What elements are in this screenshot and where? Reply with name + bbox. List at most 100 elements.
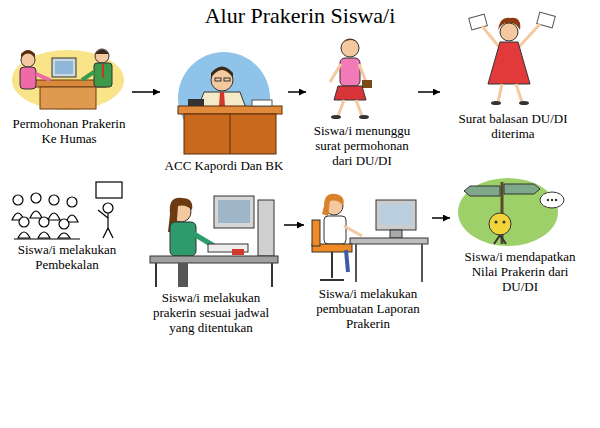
- typing-woman-clipart-part: [214, 196, 254, 228]
- signpost-clipart: [458, 178, 564, 246]
- officer-clipart-part: [252, 100, 272, 106]
- officer-clipart-part: [215, 78, 221, 81]
- report-writing-clipart-part: [380, 204, 412, 225]
- flow-arrow: [418, 91, 440, 93]
- classroom-clipart-part: [59, 219, 69, 229]
- report-writing-clipart-part: [320, 279, 344, 281]
- classroom-clipart-part: [96, 182, 122, 198]
- officer-clipart-part: [219, 92, 225, 106]
- flow-arrow: [284, 224, 304, 226]
- step-caption: Siswa/i menunggu surat permohonan dari D…: [308, 123, 416, 168]
- step-node: Surat balasan DU/DI diterima: [440, 12, 586, 143]
- classroom-clipart-part: [30, 211, 42, 218]
- typing-woman-clipart-part: [258, 200, 274, 256]
- walking-woman-clipart-part: [362, 80, 372, 88]
- classroom-clipart-part: [18, 232, 30, 238]
- walking-woman-clipart-part: [334, 86, 366, 100]
- desk-clipart-part: [40, 87, 96, 109]
- report-writing-clipart-part: [421, 244, 423, 282]
- desk-clipart-part: [52, 58, 76, 77]
- step-caption: Siswa/i melakukan prakerin sesuai jadwal…: [140, 290, 282, 335]
- diagram-title: Alur Prakerin Siswa/i: [0, 3, 600, 29]
- walking-woman-clipart-part: [359, 115, 369, 119]
- officer-clipart-part: [224, 78, 230, 81]
- officer-clipart-part: [211, 67, 233, 79]
- desk-clipart-part: [95, 49, 109, 63]
- happy-woman-clipart-part: [519, 101, 529, 105]
- report-writing-clipart-part: [312, 220, 320, 246]
- happy-woman-clipart-part: [500, 23, 518, 41]
- report-writing-clipart-part: [344, 226, 362, 236]
- desk-clipart-part: [12, 50, 124, 110]
- officer-clipart: [178, 52, 282, 154]
- step-node: Siswa/i melakukan pembuatan Laporan Prak…: [304, 172, 432, 333]
- typing-woman-clipart-part: [271, 263, 273, 287]
- signpost-clipart-part: [503, 221, 506, 224]
- classroom-clipart-part: [39, 217, 49, 227]
- walking-woman-clipart-part: [341, 39, 359, 57]
- walking-woman-clipart-part: [356, 100, 362, 116]
- walking-woman-clipart-part: [340, 39, 360, 47]
- desk-clipart-part: [94, 63, 112, 87]
- step-node: Siswa/i menunggu surat permohonan dari D…: [306, 34, 418, 170]
- flow-arrow: [288, 91, 306, 93]
- report-writing-clipart-part: [355, 244, 357, 282]
- walking-woman-clipart-part: [331, 115, 341, 119]
- classroom-clipart: [12, 182, 122, 239]
- happy-woman-clipart-part: [498, 84, 502, 102]
- happy-woman-clipart-part: [498, 18, 520, 30]
- happy-woman-clipart-part: [518, 24, 540, 48]
- report-writing-clipart-part: [331, 252, 333, 278]
- step-node: Siswa/i mendapatkan Nilai Prakerin dari …: [450, 172, 590, 296]
- classroom-clipart-part: [13, 195, 23, 205]
- desk-clipart-part: [82, 72, 94, 80]
- desk-clipart: [12, 49, 124, 110]
- walking-woman-clipart-part: [359, 64, 366, 82]
- officer-clipart-part: [230, 114, 231, 154]
- typing-woman-clipart-part: [150, 256, 278, 263]
- flow-arrow: [132, 91, 160, 93]
- report-writing-clipart: [312, 194, 428, 282]
- classroom-clipart-part: [31, 193, 41, 203]
- happy-woman-clipart-part: [516, 84, 522, 102]
- step-node: ACC Kapordi Dan BK: [160, 52, 288, 175]
- typing-woman-clipart-part: [155, 263, 157, 287]
- typing-woman-clipart-part: [218, 200, 250, 223]
- step-node: Siswa/i melakukan Pembekalan: [6, 178, 128, 274]
- signpost-clipart-part: [551, 199, 553, 201]
- walking-woman-clipart-part: [338, 100, 344, 116]
- report-writing-clipart-part: [324, 216, 346, 244]
- flow-arrow: [432, 217, 450, 219]
- walking-woman-clipart-part: [340, 58, 360, 86]
- happy-woman-clipart: [469, 12, 556, 105]
- classroom-clipart-part: [67, 197, 77, 207]
- classroom-clipart-part: [58, 233, 70, 238]
- desk-clipart-part: [55, 61, 73, 74]
- typing-woman-clipart-part: [178, 263, 188, 287]
- report-writing-clipart-part: [346, 250, 348, 272]
- typing-woman-clipart-part: [170, 222, 196, 256]
- desk-clipart-part: [20, 67, 36, 89]
- step-caption: Surat balasan DU/DI diterima: [442, 111, 584, 141]
- signpost-clipart-part: [547, 199, 549, 201]
- signpost-clipart-part: [500, 235, 506, 244]
- typing-woman-clipart-part: [232, 249, 244, 255]
- signpost-clipart-part: [504, 184, 540, 194]
- walking-woman-clipart-part: [330, 64, 341, 82]
- report-writing-clipart-part: [350, 238, 428, 244]
- classroom-clipart-part: [49, 195, 59, 205]
- signpost-clipart-part: [464, 186, 500, 196]
- step-caption: ACC Kapordi Dan BK: [162, 158, 286, 173]
- classroom-clipart-part: [107, 213, 108, 228]
- report-writing-clipart-part: [376, 200, 416, 230]
- signpost-clipart-part: [458, 178, 558, 246]
- classroom-clipart-part: [19, 217, 29, 227]
- officer-clipart-part: [188, 99, 204, 106]
- desk-clipart-part: [95, 50, 109, 55]
- desk-clipart-part: [36, 74, 50, 80]
- step-caption: Siswa/i mendapatkan Nilai Prakerin dari …: [452, 249, 588, 294]
- classroom-clipart-part: [108, 228, 113, 238]
- classroom-clipart-part: [14, 238, 80, 239]
